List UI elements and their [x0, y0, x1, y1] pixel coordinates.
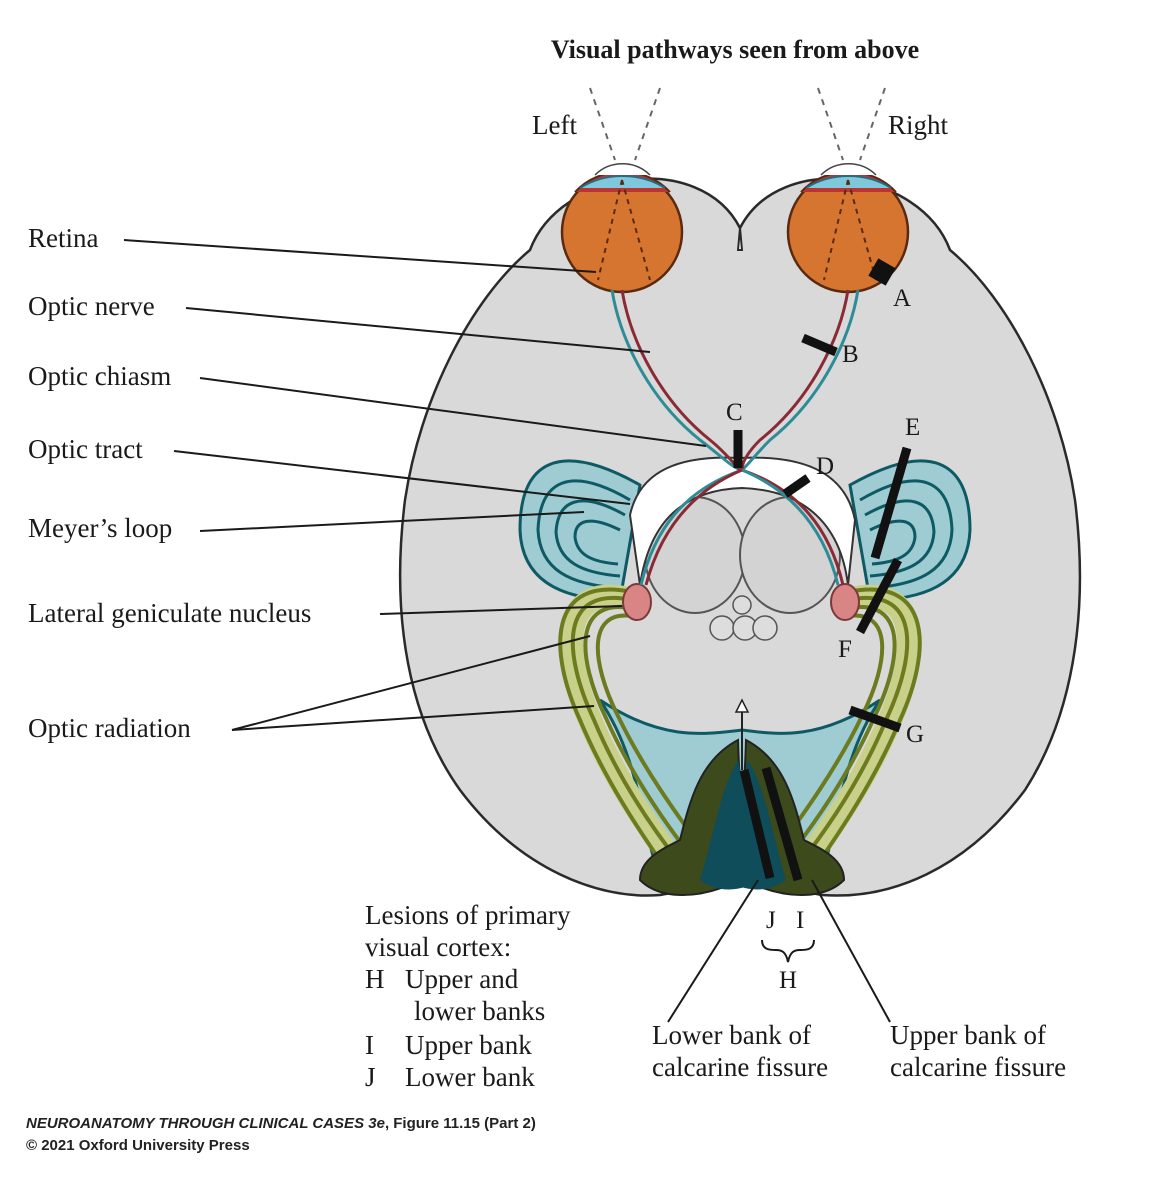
- label-optic-radiation: Optic radiation: [28, 713, 191, 743]
- h-brace: [761, 939, 815, 963]
- lesion-i: [761, 766, 803, 882]
- lesion-letter-e: E: [905, 414, 920, 441]
- lesion-markers: [733, 258, 912, 882]
- label-lgn: Lateral geniculate nucleus: [28, 598, 311, 628]
- label-upper-bank-2: calcarine fissure: [890, 1052, 1066, 1082]
- credit-figure: , Figure 11.15 (Part 2): [385, 1115, 536, 1132]
- lesion-d: [782, 474, 811, 498]
- calcarine-labels: Lower bank of calcarine fissure Upper ba…: [652, 879, 1066, 1082]
- lesion-letter-j: J: [766, 907, 776, 934]
- lesion-g: [848, 705, 902, 733]
- optic-pathway-fibers: [610, 289, 860, 586]
- label-optic-chiasm: Optic chiasm: [28, 361, 171, 391]
- lesion-a: [868, 258, 896, 286]
- label-retina: Retina: [28, 223, 98, 253]
- key-i-text: Upper bank: [405, 1030, 532, 1060]
- label-lower-bank-1: Lower bank of: [652, 1020, 811, 1050]
- lesion-letter-f: F: [838, 636, 852, 663]
- figure-credit: NEUROANATOMY THROUGH CLINICAL CASES 3e, …: [26, 1115, 536, 1132]
- lesion-letter-i: I: [796, 907, 804, 934]
- key-j-letter: J: [365, 1062, 376, 1092]
- credit-book: NEUROANATOMY THROUGH CLINICAL CASES 3e: [26, 1115, 385, 1132]
- right-eye-label: Right: [888, 110, 949, 140]
- lesion-letter-c: C: [726, 399, 743, 426]
- key-h-text-2: lower banks: [414, 996, 545, 1026]
- visual-field-lines: [589, 87, 886, 161]
- copyright: © 2021 Oxford University Press: [26, 1137, 250, 1154]
- structure-labels: Retina Optic nerve Optic chiasm Optic tr…: [28, 223, 707, 743]
- lesion-e: [870, 446, 912, 560]
- lesion-f: [856, 557, 902, 635]
- left-eye-label: Left: [532, 110, 577, 140]
- diagram-title: Visual pathways seen from above: [551, 35, 919, 64]
- key-heading-2: visual cortex:: [365, 932, 511, 962]
- lesion-letter-a: A: [893, 285, 911, 312]
- label-optic-tract: Optic tract: [28, 434, 143, 464]
- lesion-letter-d: D: [816, 453, 834, 480]
- label-upper-bank-1: Upper bank of: [890, 1020, 1046, 1050]
- left-eye: [560, 163, 684, 294]
- meyers-loop-left: [518, 459, 642, 602]
- label-lower-bank-2: calcarine fissure: [652, 1052, 828, 1082]
- key-heading-1: Lesions of primary: [365, 900, 571, 930]
- key-j-text: Lower bank: [405, 1062, 535, 1092]
- label-optic-nerve: Optic nerve: [28, 291, 155, 321]
- lesion-letter-b: B: [842, 341, 859, 368]
- lesion-letter-h: H: [779, 967, 797, 994]
- lesion-letter-g: G: [906, 721, 924, 748]
- lesion-key: Lesions of primary visual cortex: H Uppe…: [365, 900, 571, 1092]
- lesion-b: [801, 333, 838, 357]
- label-meyers-loop: Meyer’s loop: [28, 513, 172, 543]
- lgn-left: [622, 583, 652, 621]
- lesion-j: [739, 768, 775, 880]
- lgn-right: [830, 583, 860, 621]
- key-h-letter: H: [365, 964, 385, 994]
- key-h-text-1: Upper and: [405, 964, 519, 994]
- key-i-letter: I: [365, 1030, 374, 1060]
